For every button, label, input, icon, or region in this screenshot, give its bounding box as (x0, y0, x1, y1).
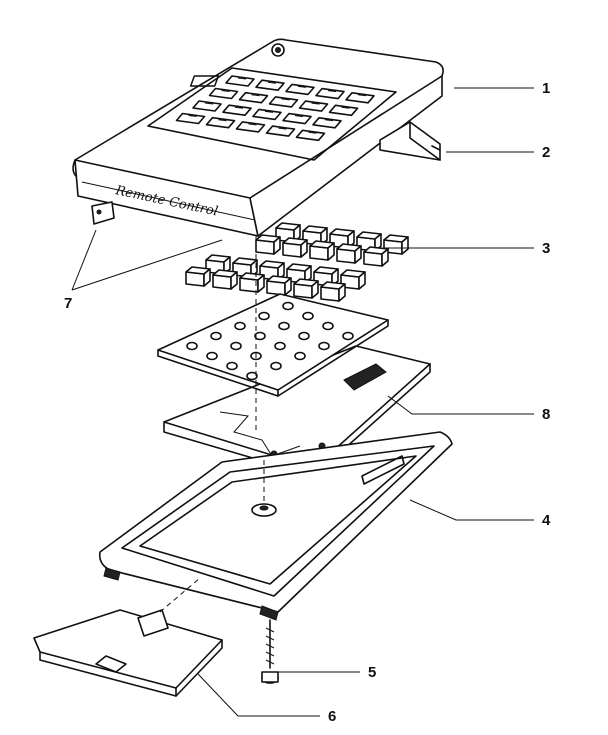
contact-dot (250, 351, 262, 361)
callout-labels: 1 2 3 4 5 6 7 8 (64, 80, 551, 725)
housing-key-mark (297, 85, 307, 88)
alignment-lines (159, 236, 265, 613)
housing-key (265, 125, 296, 137)
housing-key-mark (264, 110, 274, 113)
contact-mat (157, 293, 389, 397)
housing-key-mark (221, 90, 230, 92)
rubber-key-side (381, 248, 389, 267)
contact-dot (274, 341, 286, 351)
top-housing: Remote Control (72, 38, 444, 237)
contact-dot (342, 331, 354, 341)
housing-key (192, 100, 222, 112)
housing-key-mark (218, 119, 227, 122)
housing-clip (91, 201, 115, 225)
housing-key (268, 96, 299, 108)
rubber-key-side (358, 271, 366, 290)
rubber-key-side (230, 271, 238, 290)
housing-key-mark (281, 98, 290, 101)
contact-dot (278, 321, 290, 331)
side-clip (379, 121, 441, 161)
contact-dot (206, 351, 218, 361)
housing-key (298, 100, 329, 112)
rubber-key-side (338, 283, 346, 302)
housing-key-mark (251, 94, 260, 97)
battery-cover (33, 609, 223, 697)
contact-dot (186, 341, 198, 351)
contact-dot (322, 321, 334, 331)
housing-key (312, 117, 342, 129)
contact-dot (254, 331, 266, 341)
rubber-key-side (327, 242, 335, 261)
contact-dot (226, 361, 238, 371)
rubber-key-side (300, 239, 308, 258)
callout-8: 8 (542, 406, 550, 423)
housing-key (255, 79, 285, 91)
housing-key (345, 92, 375, 104)
housing-key (238, 91, 269, 104)
housing-key-mark (357, 94, 367, 97)
housing-key-mark (237, 77, 247, 80)
housing-key (295, 129, 326, 142)
housing-keys (175, 75, 375, 142)
housing-key-mark (308, 131, 317, 134)
housing-key (315, 87, 345, 100)
rubber-key-side (401, 236, 409, 255)
housing-key-mark (248, 123, 257, 126)
circuit-board (163, 345, 431, 477)
housing-key (205, 116, 236, 129)
rubber-key-side (203, 268, 211, 287)
callout-3: 3 (542, 240, 550, 257)
contact-dot (210, 331, 222, 341)
rubber-key-side (311, 280, 319, 299)
housing-key-mark (188, 115, 197, 117)
rubber-key-side (273, 236, 281, 255)
housing-key-mark (327, 90, 337, 93)
rubber-key-side (354, 245, 362, 264)
callout-7: 7 (64, 295, 72, 312)
callout-2: 2 (542, 144, 550, 161)
rubber-keys (185, 222, 409, 302)
bottom-housing (98, 431, 453, 621)
callout-6: 6 (328, 708, 336, 725)
contact-dot (246, 371, 258, 381)
contact-dot (258, 311, 270, 321)
contact-dot (294, 351, 306, 361)
rubber-key-side (284, 277, 292, 296)
callout-5: 5 (368, 664, 376, 681)
housing-key-mark (311, 102, 320, 105)
housing-key (222, 104, 252, 116)
housing-key-mark (294, 115, 304, 118)
contact-dot (318, 341, 330, 351)
rubber-key-side (257, 274, 265, 293)
callout-leaders (71, 87, 534, 717)
contact-dot (230, 341, 242, 351)
contact-dot (282, 301, 294, 311)
housing-key (225, 75, 255, 87)
contact-dot (298, 331, 310, 341)
housing-key-mark (204, 102, 214, 105)
housing-key-mark (324, 119, 334, 122)
contact-dot (302, 311, 314, 321)
housing-key-mark (341, 106, 350, 109)
housing-key (208, 87, 239, 100)
callout-1: 1 (542, 80, 550, 97)
housing-key (252, 108, 282, 121)
housing-key-mark (267, 81, 277, 84)
housing-key (285, 83, 315, 96)
housing-key (328, 104, 359, 117)
contact-dot (234, 321, 246, 331)
callout-4: 4 (542, 512, 551, 529)
housing-key-mark (234, 106, 244, 109)
housing-key (282, 112, 312, 125)
housing-key (175, 112, 206, 125)
housing-key (235, 121, 266, 133)
housing-key-mark (278, 127, 287, 130)
contact-dot (270, 361, 282, 371)
screw (261, 619, 279, 684)
